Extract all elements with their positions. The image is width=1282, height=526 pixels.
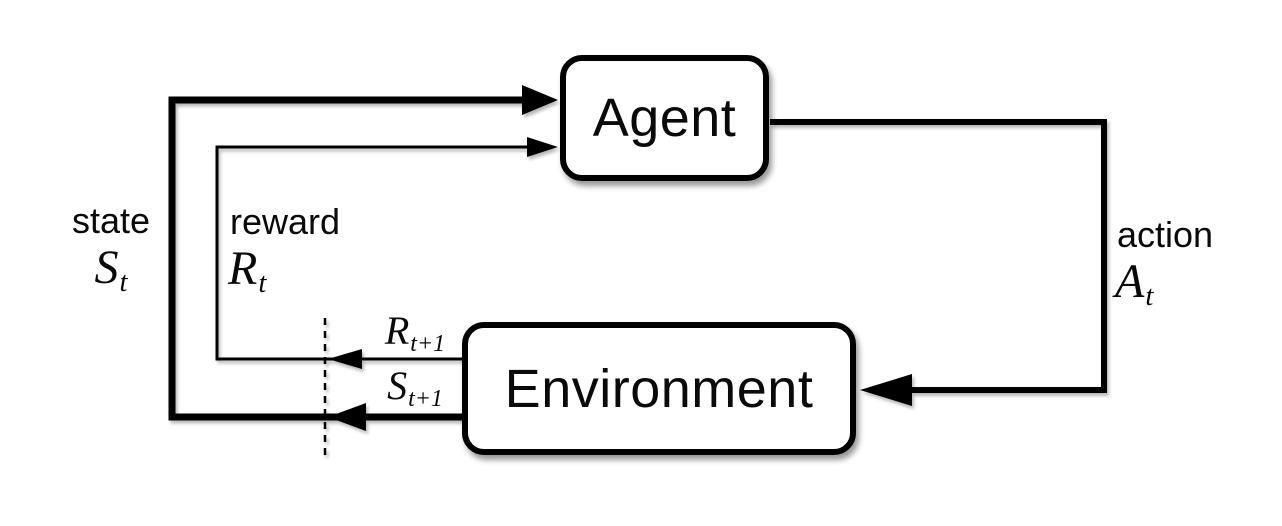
next-state-symbol-base: S (387, 363, 408, 408)
action-arrow-path (770, 119, 1107, 393)
environment-node-label: Environment (504, 358, 814, 419)
state-symbol-subscript: t (119, 266, 128, 299)
reward-arrowhead-into-agent (527, 137, 558, 157)
state-edge-label: state (71, 200, 151, 241)
next-state-symbol: St+1 (350, 365, 480, 412)
reward-edge-label: reward (230, 201, 341, 242)
state-arrowhead-into-agent (522, 85, 558, 115)
action-edge-label: action (1117, 214, 1214, 255)
reward-symbol-subscript: t (258, 267, 267, 300)
action-symbol-subscript: t (1145, 280, 1154, 313)
action-symbol: At (1115, 255, 1154, 313)
state-arrowhead-at-boundary (328, 403, 366, 431)
reward-arrowhead-at-boundary (328, 349, 362, 369)
state-symbol-base: S (94, 241, 119, 294)
state-arrow-path (168, 96, 545, 421)
reward-symbol: Rt (228, 242, 267, 300)
state-symbol: St (58, 241, 164, 299)
reward-symbol-base: R (228, 242, 258, 295)
next-reward-symbol: Rt+1 (350, 310, 480, 357)
next-reward-symbol-base: R (384, 308, 410, 353)
action-arrowhead-into-environment (860, 374, 912, 406)
next-reward-symbol-subscript: t+1 (410, 330, 446, 357)
agent-node: Agent (560, 55, 769, 181)
environment-node: Environment (462, 322, 856, 455)
agent-node-label: Agent (592, 88, 737, 148)
action-symbol-base: A (1115, 255, 1145, 308)
next-state-symbol-subscript: t+1 (408, 385, 443, 412)
